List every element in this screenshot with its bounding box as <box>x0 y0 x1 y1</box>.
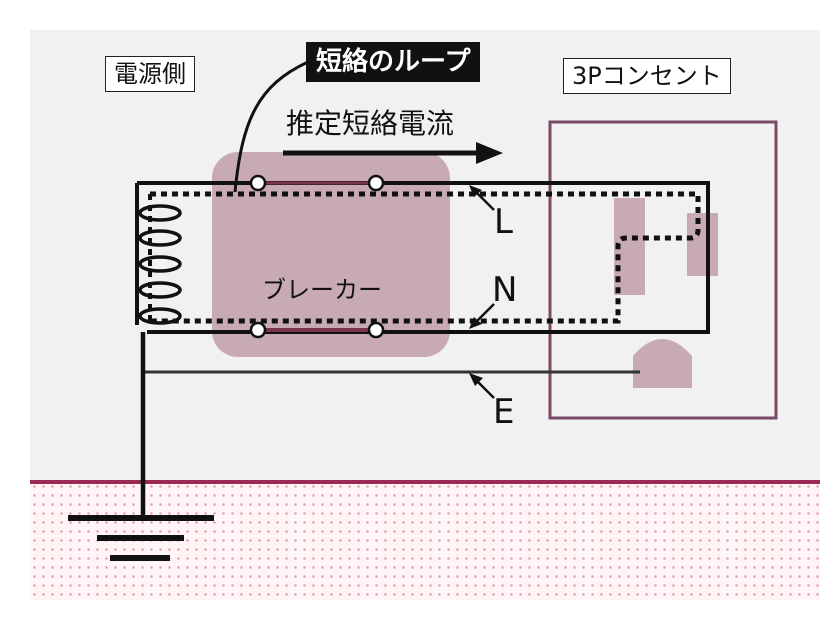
current-direction-arrow <box>283 142 503 164</box>
breaker-body <box>212 152 450 357</box>
outlet-earth-pin <box>633 339 692 388</box>
short-circuit-loop-path <box>150 191 701 324</box>
ground-surface-line <box>30 480 820 484</box>
neutral-n-label: N <box>492 270 518 310</box>
breaker-contacts-top <box>249 174 385 192</box>
line-l-label: L <box>494 202 513 242</box>
outlet-slot-right <box>687 213 718 276</box>
pointer-arrow-e <box>469 373 495 399</box>
power-source-label: 電源側 <box>105 56 195 92</box>
estimated-current-label: 推定短絡電流 <box>286 107 455 140</box>
transformer-coil <box>138 204 182 325</box>
circuit-wire-left <box>135 181 147 325</box>
ground-symbol <box>68 515 214 561</box>
short-loop-label: 短絡のループ <box>306 42 481 82</box>
outlet-label: 3Pコンセント <box>563 58 731 94</box>
earth-e-label: E <box>493 392 515 432</box>
pointer-arrow-n <box>469 303 495 329</box>
circuit-wire-l-n <box>147 181 710 334</box>
breaker-contacts-bottom <box>249 321 385 339</box>
pointer-arrow-l <box>469 185 495 211</box>
breaker-label: ブレーカー <box>262 276 382 304</box>
outlet-frame <box>548 120 778 420</box>
short-loop-leader <box>233 60 309 193</box>
